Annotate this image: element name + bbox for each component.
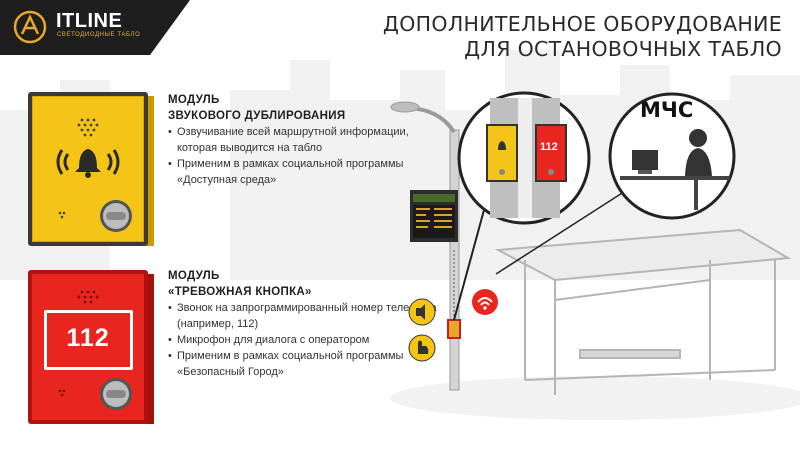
alarm-module-illustration [58,290,132,410]
microphone-holes-icon [58,389,66,397]
module-title-line2: ЗВУКОВОГО ДУБЛИРОВАНИЯ [168,110,346,122]
sound-module-illustration [56,118,132,232]
yellow-device-side [146,96,154,246]
logo-name: ITLINE [56,10,123,32]
push-button-icon [100,378,132,410]
sound-icon-circle [408,298,436,326]
alarm-module-description: МОДУЛЬ «ТРЕВОЖНАЯ КНОПКА» Звонок на запр… [168,268,438,380]
alarm-number-label: 112 [66,324,110,352]
magnifier-pole-devices [457,91,591,225]
bus-display-board [410,190,458,242]
module-title-line1: МОДУЛЬ [168,94,220,106]
page-title-line2: ДЛЯ ОСТАНОВОЧНЫХ ТАБЛО [464,37,782,61]
number-frame [44,310,133,370]
sound-module-description: МОДУЛЬ ЗВУКОВОГО ДУБЛИРОВАНИЯ Озвучивани… [168,92,438,188]
emergency-service-label: МЧС [640,98,694,122]
magnifier-operator [608,92,736,220]
bus-shelter [494,228,792,395]
speaker-grille-icon [77,290,99,304]
bell-sound-icon [56,149,120,178]
ground-shadow [390,376,800,420]
module-title-line1: МОДУЛЬ [168,270,220,282]
wifi-alarm-icon-circle [472,289,498,315]
list-item: Применим в рамках социальной программы «… [168,348,438,380]
list-item: Озвучивание всей маршрутной информации, … [168,124,438,156]
sound-module-device [28,92,148,246]
list-item: Микрофон для диалога с оператором [168,332,438,348]
touch-icon-circle [408,334,436,362]
speaker-grille-icon [77,118,99,137]
logo-tagline: СВЕТОДИОДНЫЕ ТАБЛО [57,32,141,38]
page-title: ДОПОЛНИТЕЛЬНОЕ ОБОРУДОВАНИЕ ДЛЯ ОСТАНОВО… [383,12,782,62]
mini-alarm-number: 112 [540,141,558,153]
logo-background-shape [0,0,190,55]
module-bullet-list: Звонок на запрограммированный номер теле… [168,300,438,380]
module-title-line2: «ТРЕВОЖНАЯ КНОПКА» [168,286,312,298]
red-device-side [146,274,154,424]
bus-stop-scene [390,91,800,420]
list-item: Звонок на запрограммированный номер теле… [168,300,438,332]
module-bullet-list: Озвучивание всей маршрутной информации, … [168,124,438,188]
alarm-button-device: 112 [28,270,148,424]
pole-module-box [447,319,461,339]
push-button-icon [100,200,132,232]
microphone-holes-icon [58,211,66,219]
page-title-line1: ДОПОЛНИТЕЛЬНОЕ ОБОРУДОВАНИЕ [382,12,782,36]
brand-logo: ITLINE СВЕТОДИОДНЫЕ ТАБЛО [0,0,190,55]
list-item: Применим в рамках социальной программы «… [168,156,438,188]
